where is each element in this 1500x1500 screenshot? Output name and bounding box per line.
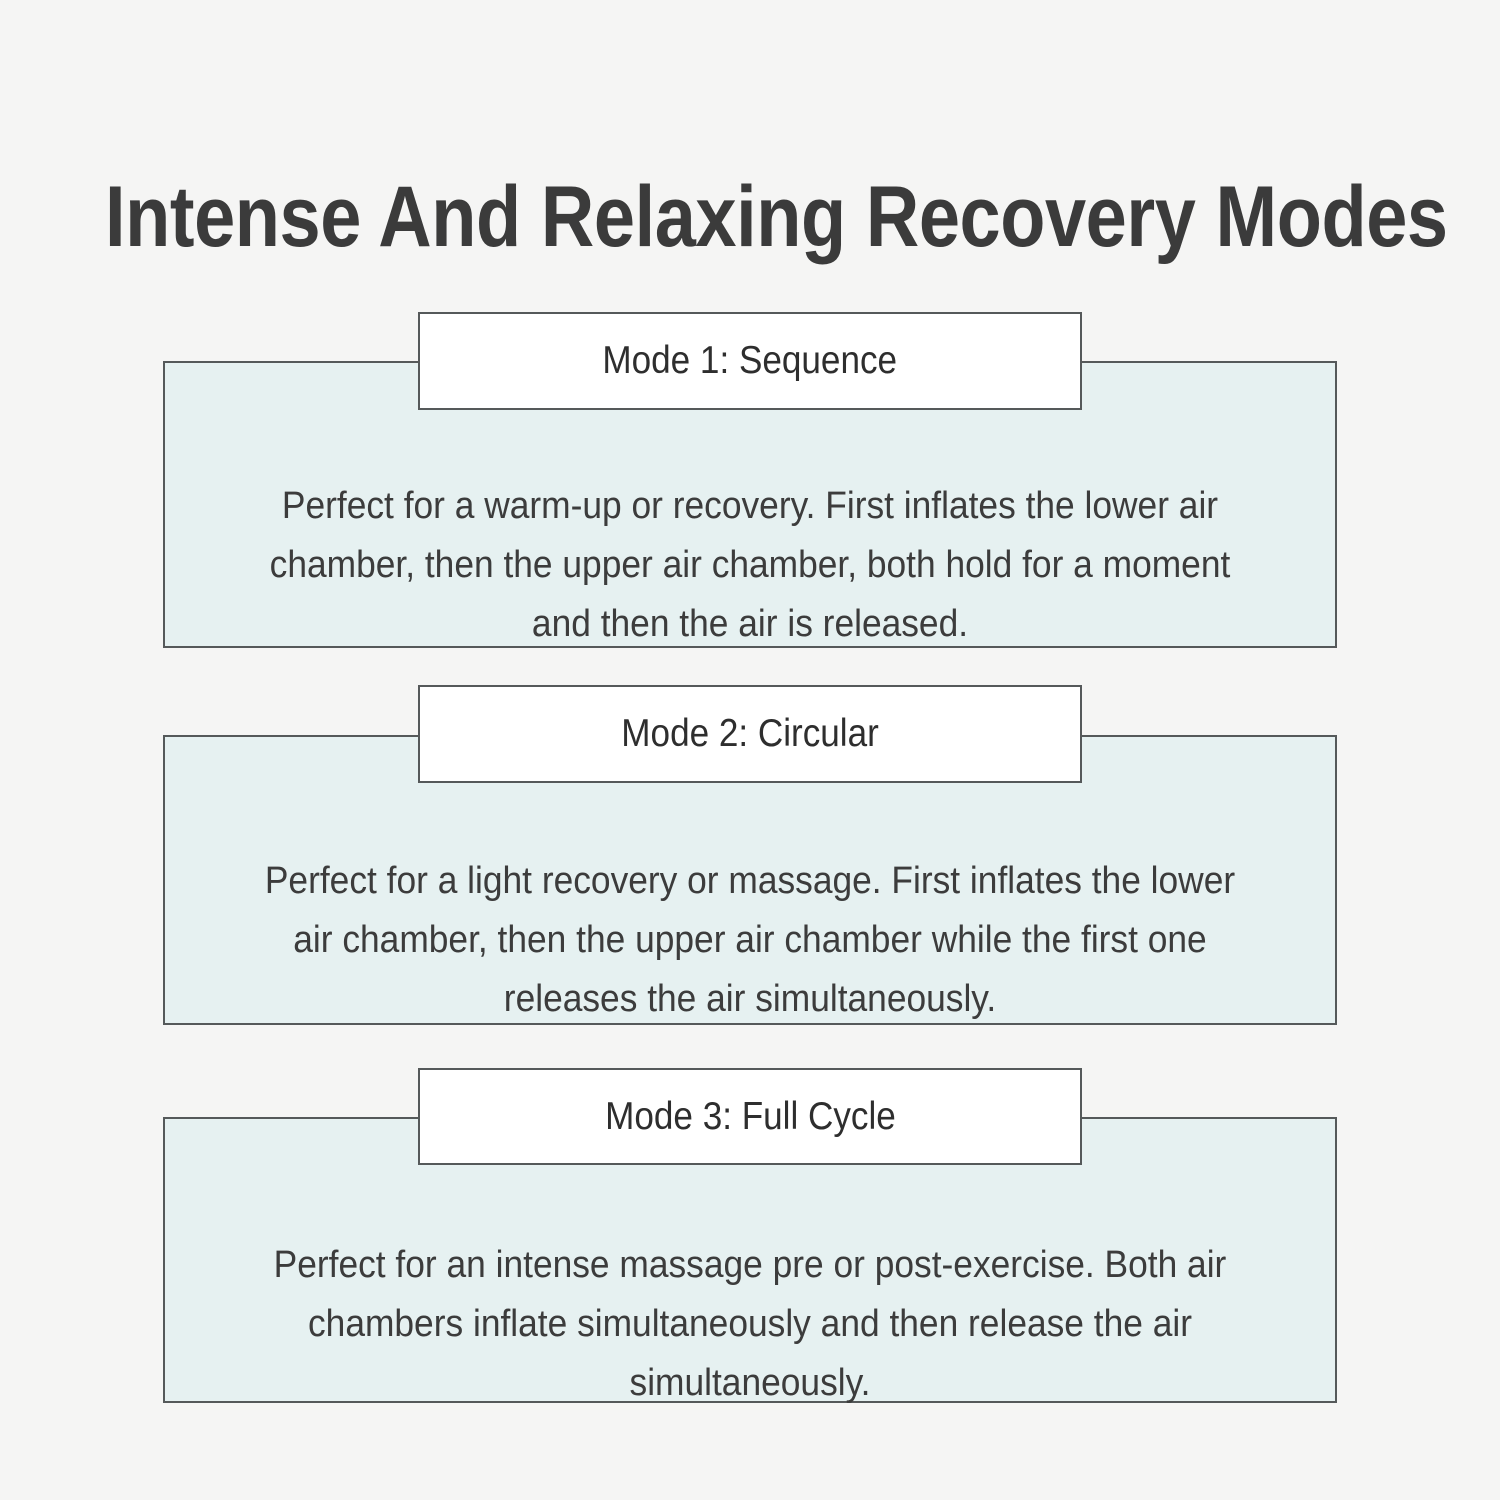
mode-card-2-header: Mode 2: Circular xyxy=(418,685,1082,783)
mode-card-2-description: Perfect for a light recovery or massage.… xyxy=(264,860,1236,1020)
mode-card-1-header: Mode 1: Sequence xyxy=(418,312,1082,410)
mode-card-2-body-panel xyxy=(163,735,1337,1025)
mode-card-3-header-label: Mode 3: Full Cycle xyxy=(604,1094,896,1138)
mode-card-1-description: Perfect for a warm-up or recovery. First… xyxy=(269,485,1231,645)
mode-card-3-description: Perfect for an intense massage pre or po… xyxy=(273,1244,1227,1404)
mode-card-2-header-label: Mode 2: Circular xyxy=(621,712,879,755)
mode-card-3: Perfect for an intense massage pre or po… xyxy=(163,1068,1337,1404)
mode-card-3-header: Mode 3: Full Cycle xyxy=(418,1068,1082,1165)
mode-card-2: Perfect for a light recovery or massage.… xyxy=(163,685,1337,1025)
mode-card-1: Perfect for a warm-up or recovery. First… xyxy=(163,312,1337,648)
page-title: Intense And Relaxing Recovery Modes xyxy=(105,168,1448,265)
mode-card-1-header-label: Mode 1: Sequence xyxy=(602,339,898,382)
